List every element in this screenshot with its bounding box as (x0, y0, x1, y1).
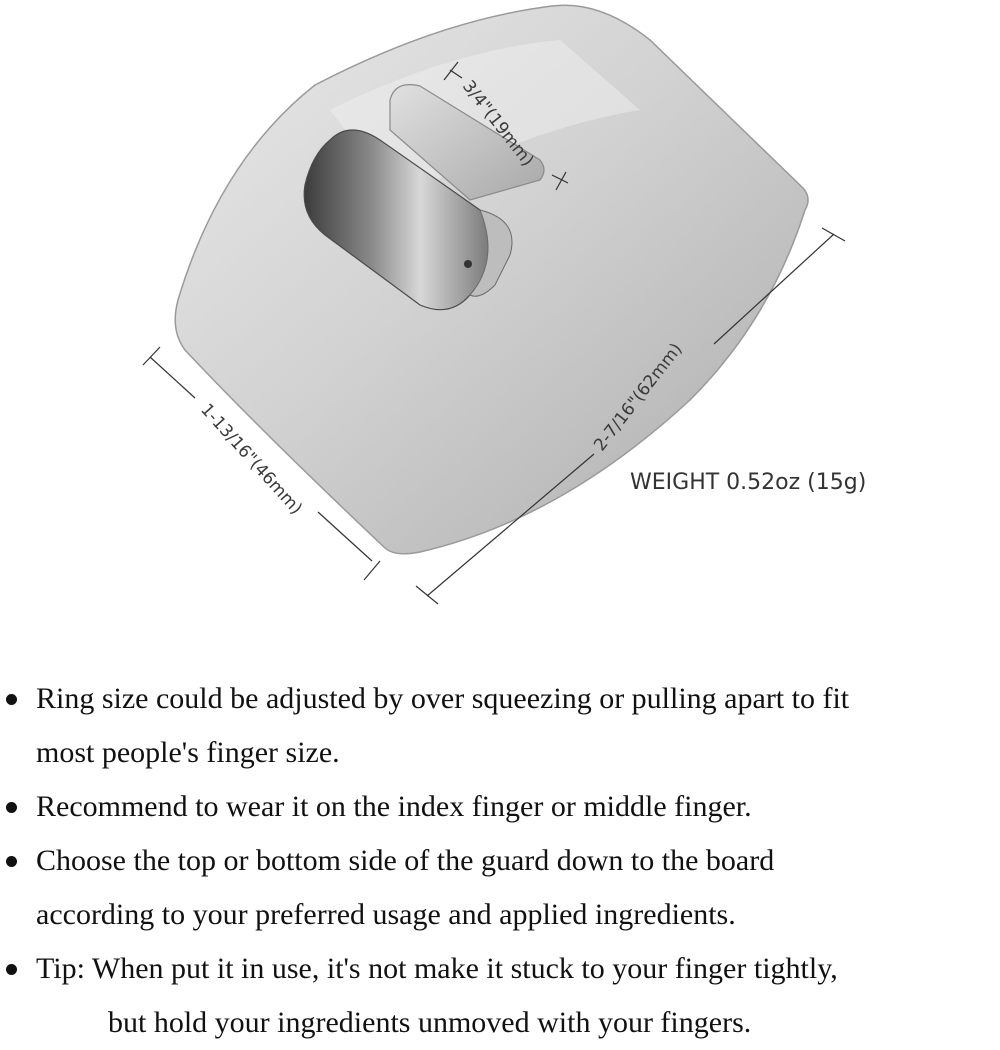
feature-list: Ring size could be adjusted by over sque… (0, 672, 1000, 1050)
feature-line: but hold your ingredients unmoved with y… (108, 1006, 752, 1039)
right-dimension (415, 227, 846, 605)
weight-label: WEIGHT 0.52oz (15g) (630, 470, 866, 495)
feature-line: Recommend to wear it on the index finger… (36, 790, 752, 823)
feature-line: most people's finger size. (36, 736, 340, 769)
list-item: Tip: When put it in use, it's not make i… (0, 942, 1000, 1050)
list-item: Ring size could be adjusted by over sque… (0, 672, 1000, 780)
finger-ring (303, 129, 499, 311)
feature-line: Choose the top or bottom side of the gua… (36, 844, 775, 877)
list-item: Recommend to wear it on the index finger… (0, 780, 1000, 834)
bullet-icon (6, 964, 17, 975)
bullet-icon (6, 802, 17, 813)
ring-rivet (464, 260, 472, 268)
finger-guard-diagram: 3/4"(19mm) 1-13/16"(46mm) 2-7/16"(62mm) … (142, 4, 866, 605)
top-dimension (443, 61, 569, 191)
list-item: Choose the top or bottom side of the gua… (0, 834, 1000, 942)
ring-flap (389, 84, 545, 201)
left-dimension (142, 346, 381, 581)
bullet-icon (6, 694, 17, 705)
feature-line: Tip: When put it in use, it's not make i… (36, 952, 838, 985)
ring-edge (469, 209, 513, 297)
bullet-icon (6, 856, 17, 867)
feature-line: according to your preferred usage and ap… (36, 898, 736, 931)
feature-line: Ring size could be adjusted by over sque… (36, 682, 850, 715)
